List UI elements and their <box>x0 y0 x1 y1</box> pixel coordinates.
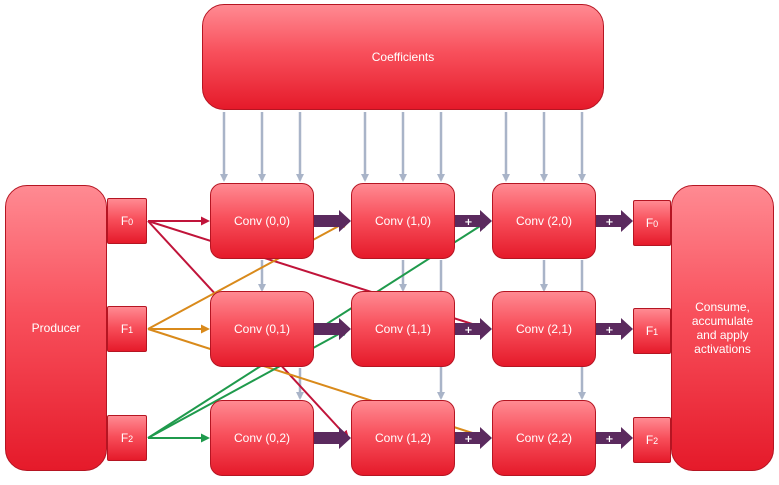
f1-to-conv-1-0 <box>147 220 350 330</box>
sum-symbol: + <box>605 217 613 228</box>
conv-0-0-label: Conv (0,0) <box>233 214 291 228</box>
conv-0-1-label: Conv (0,1) <box>233 322 291 336</box>
chain-arrow-r2-a <box>314 427 351 449</box>
chain-arrow-r1-c <box>596 318 633 340</box>
producer-port-f0-label: F0 <box>120 213 134 228</box>
producer-port-f0: F0 <box>107 198 147 244</box>
consumer-port-f1-label: F1 <box>645 323 659 338</box>
chain-arrow-r0-a <box>314 210 351 232</box>
coefficients-label: Coefficients <box>371 50 435 64</box>
chain-arrow-r2-b <box>455 427 492 449</box>
consumer-port-f0: F0 <box>633 200 671 246</box>
conv-1-0-label: Conv (1,0) <box>374 214 432 228</box>
chain-arrow-r2-c <box>596 427 633 449</box>
conv-2-1: Conv (2,1) <box>492 291 596 367</box>
conv-0-2-label: Conv (0,2) <box>233 431 291 445</box>
conv-0-2: Conv (0,2) <box>210 400 314 476</box>
producer-port-f1-label: F1 <box>120 321 134 336</box>
conv-1-0: Conv (1,0) <box>351 183 455 259</box>
conv-1-2: Conv (1,2) <box>351 400 455 476</box>
sum-symbol: + <box>464 217 472 228</box>
producer-port-f2-label: F2 <box>120 430 134 445</box>
coefficients-box: Coefficients <box>202 4 604 110</box>
chain-arrows: + + + + + + <box>314 210 633 449</box>
producer-box: Producer <box>5 185 107 471</box>
conv-1-2-label: Conv (1,2) <box>374 431 432 445</box>
sum-symbol: + <box>464 434 472 445</box>
sum-symbol: + <box>464 325 472 336</box>
consumer-port-f1: F1 <box>633 308 671 354</box>
conv-1-1-label: Conv (1,1) <box>374 322 432 336</box>
conv-0-1: Conv (0,1) <box>210 291 314 367</box>
conv-2-0: Conv (2,0) <box>492 183 596 259</box>
conv-2-2: Conv (2,2) <box>492 400 596 476</box>
f2-to-conv-1-1 <box>147 328 350 439</box>
sum-symbol: + <box>605 434 613 445</box>
chain-arrow-r1-a <box>314 318 351 340</box>
consumer-port-f2-label: F2 <box>645 432 659 447</box>
chain-arrow-r0-b <box>455 210 492 232</box>
chain-arrow-r0-c <box>596 210 633 232</box>
conv-2-0-label: Conv (2,0) <box>515 214 573 228</box>
conv-2-2-label: Conv (2,2) <box>515 431 573 445</box>
producer-port-f1: F1 <box>107 306 147 352</box>
conv-1-1: Conv (1,1) <box>351 291 455 367</box>
conv-2-1-label: Conv (2,1) <box>515 322 573 336</box>
consumer-label: Consume, accumulate and apply activation… <box>691 300 754 356</box>
chain-arrow-r1-b <box>455 318 492 340</box>
consumer-port-f2: F2 <box>633 417 671 463</box>
consumer-port-f0-label: F0 <box>645 215 659 230</box>
consumer-box: Consume, accumulate and apply activation… <box>671 185 774 471</box>
producer-label: Producer <box>31 321 81 335</box>
producer-port-f2: F2 <box>107 415 147 461</box>
conv-0-0: Conv (0,0) <box>210 183 314 259</box>
sum-symbol: + <box>605 325 613 336</box>
